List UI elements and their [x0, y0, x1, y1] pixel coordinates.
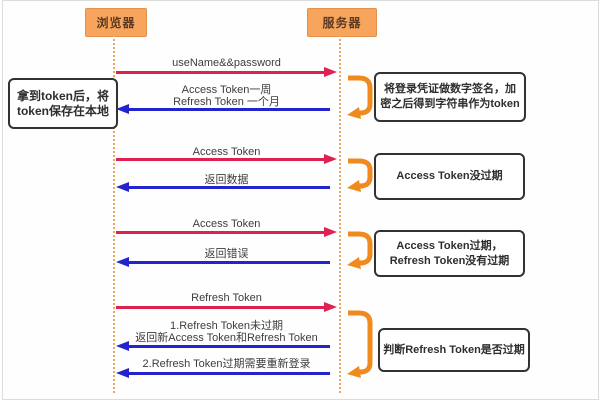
self-loop-arrow-icon: [347, 158, 373, 192]
message-label-return-data: 返回数据: [116, 174, 337, 186]
arrow-line: [116, 231, 326, 234]
server-lifeline: [339, 35, 341, 393]
message-label-token-issue: Access Token一周 Refresh Token 一个月: [116, 84, 337, 108]
arrow-line: [116, 71, 326, 74]
arrow-line: [127, 108, 330, 111]
message-label-refresh-token: Refresh Token: [116, 292, 337, 304]
note-text: 拿到token后，将: [16, 88, 109, 103]
message-text: Access Token: [192, 146, 261, 158]
arrow-line: [127, 345, 330, 348]
note-text: 密之后得到字符串作为token: [380, 98, 520, 110]
self-loop-arrow-icon: [347, 231, 373, 269]
arrow-line: [127, 372, 330, 375]
message-text: Refresh Token 一个月: [173, 96, 280, 108]
arrow-line: [116, 158, 326, 161]
note-text: 判断Refresh Token是否过期: [383, 343, 525, 356]
message-label-access-token-2: Access Token: [116, 218, 337, 230]
message-label-return-error: 返回错误: [116, 248, 337, 260]
arrowhead-left-icon: [116, 340, 129, 351]
note-check-refresh-token: 判断Refresh Token是否过期: [378, 328, 530, 372]
message-text: 返回新Access Token和Refresh Token: [135, 332, 318, 344]
note-save-token-locally: 拿到token后，将 token保存在本地: [8, 78, 118, 129]
message-label-username-password: useName&&password: [116, 57, 337, 69]
note-access-token-expired: Access Token过期， Refresh Token没有过期: [374, 230, 525, 277]
arrow-line: [127, 261, 330, 264]
message-text: 2.Refresh Token过期需要重新登录: [142, 358, 311, 370]
actor-browser: 浏览器: [85, 8, 147, 37]
arrowhead-right-icon: [324, 67, 337, 77]
message-text: 返回错误: [204, 248, 249, 260]
message-text: useName&&password: [172, 57, 281, 69]
arrowhead-left-icon: [116, 103, 129, 114]
actor-server: 服务器: [307, 8, 377, 37]
browser-lifeline: [113, 35, 115, 393]
note-text: Access Token过期，: [396, 239, 503, 252]
self-loop-arrow-icon: [347, 75, 373, 119]
message-text: Refresh Token: [191, 292, 262, 304]
arrowhead-right-icon: [324, 302, 337, 312]
note-text: token保存在本地: [16, 103, 109, 118]
note-access-token-valid: Access Token没过期: [374, 153, 525, 200]
message-label-refresh-result: 1.Refresh Token未过期 返回新Access Token和Refre…: [116, 320, 337, 344]
message-label-access-token-1: Access Token: [116, 146, 337, 158]
arrowhead-left-icon: [116, 181, 129, 192]
note-text: 将登录凭证做数字签名，加: [384, 83, 516, 95]
arrow-line: [116, 306, 326, 309]
arrow-line: [127, 186, 330, 189]
arrowhead-right-icon: [324, 154, 337, 164]
note-text: Access Token没过期: [396, 170, 503, 182]
note-text: Refresh Token没有过期: [389, 254, 510, 267]
message-text: 1.Refresh Token未过期: [170, 320, 283, 332]
arrowhead-left-icon: [116, 256, 129, 267]
note-sign-credentials: 将登录凭证做数字签名，加 密之后得到字符串作为token: [374, 72, 526, 122]
message-text: Access Token: [192, 218, 261, 230]
arrowhead-left-icon: [116, 367, 129, 378]
message-label-relogin: 2.Refresh Token过期需要重新登录: [116, 358, 337, 370]
message-text: Access Token一周: [181, 84, 272, 96]
arrowhead-right-icon: [324, 227, 337, 237]
self-loop-arrow-icon: [347, 310, 373, 378]
message-text: 返回数据: [204, 174, 249, 186]
